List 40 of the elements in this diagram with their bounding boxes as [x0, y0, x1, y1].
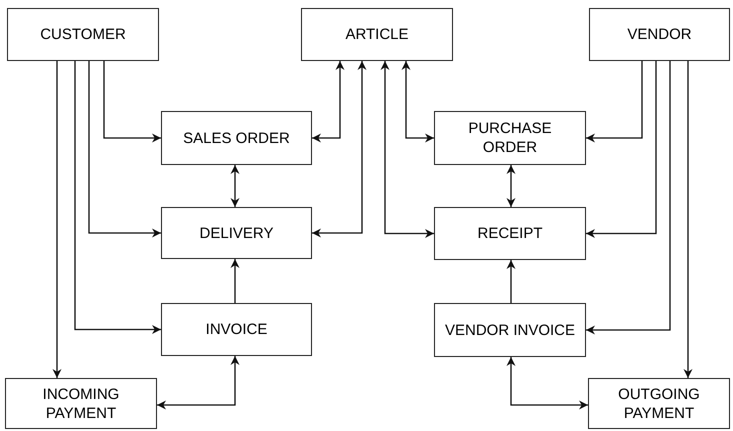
process-box — [161, 111, 312, 165]
process-box — [434, 207, 586, 260]
process-box — [161, 207, 312, 259]
connector-arrow — [52, 61, 62, 378]
process-box — [589, 8, 730, 61]
connector-arrow — [230, 165, 240, 207]
connector-arrow — [506, 165, 516, 207]
connector-arrow — [312, 61, 366, 238]
box-label: ARTICLE — [345, 25, 409, 44]
process-box — [434, 111, 586, 165]
box-label: RECEIPT — [477, 224, 542, 243]
connector-arrow — [230, 259, 240, 303]
box-label: SALES ORDER — [183, 128, 290, 148]
connector-arrow — [586, 61, 643, 142]
process-box — [301, 8, 453, 61]
box-label: PURCHASE ORDER — [467, 119, 553, 157]
process-box — [434, 303, 586, 357]
process-box — [5, 378, 157, 429]
connector-arrow — [380, 61, 434, 238]
connector-arrow — [506, 357, 588, 410]
connector-arrow — [586, 61, 657, 238]
connector-arrow — [506, 260, 516, 303]
box-label: INVOICE — [206, 320, 268, 339]
connector-arrow — [88, 61, 161, 238]
process-box — [161, 303, 312, 356]
connector-arrow — [586, 61, 671, 334]
connector-arrow — [103, 61, 161, 142]
box-label: VENDOR — [627, 25, 692, 44]
connector-arrow — [157, 356, 240, 410]
box-label: CUSTOMER — [40, 25, 126, 44]
connector-arrow — [312, 61, 344, 142]
connector-arrow — [402, 61, 434, 142]
process-box — [7, 8, 159, 61]
box-label: DELIVERY — [200, 224, 274, 242]
box-label: VENDOR INVOICE — [444, 320, 576, 340]
box-label: OUTGOING PAYMENT — [617, 384, 701, 422]
process-box — [588, 378, 730, 429]
connector-arrow — [684, 61, 692, 378]
box-label: INCOMING PAYMENT — [42, 384, 120, 422]
connector-arrow — [74, 61, 161, 334]
